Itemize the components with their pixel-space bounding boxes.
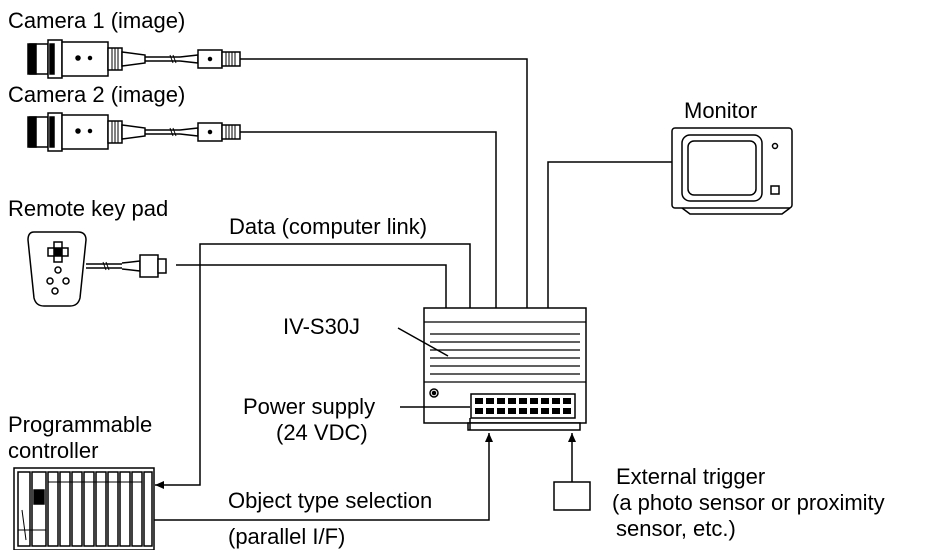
- external-trigger-sensor-icon: [553, 481, 591, 511]
- remote-key-pad-icon: [27, 231, 167, 307]
- camera-2-icon: [27, 112, 241, 152]
- camera-1-icon: [27, 39, 241, 79]
- remote-key-pad-label: Remote key pad: [8, 196, 169, 221]
- arrowheads: [155, 433, 576, 489]
- monitor-label: Monitor: [684, 98, 758, 123]
- arrow-to-plc: [155, 481, 164, 489]
- arrow-object-type: [485, 433, 493, 442]
- connection-lines: [154, 58, 672, 521]
- plc-label-line1: Programmable: [8, 412, 153, 437]
- power-supply-voltage-label: (24 VDC): [276, 420, 368, 445]
- external-trigger-label: External trigger: [616, 464, 766, 489]
- object-type-label: Object type selection: [228, 488, 433, 513]
- data-link-label: Data (computer link): [229, 214, 428, 239]
- monitor-icon: [671, 127, 793, 215]
- iv-s30j-label: IV-S30J: [283, 314, 361, 339]
- external-trigger-desc-line1: (a photo sensor or proximity: [612, 490, 885, 515]
- parallel-if-label: (parallel I/F): [228, 524, 346, 549]
- arrow-external-trigger: [568, 433, 576, 442]
- iv-s30j-controller-icon: [423, 307, 587, 431]
- camera-1-label: Camera 1 (image): [8, 8, 186, 33]
- external-trigger-desc-line2: sensor, etc.): [616, 516, 736, 541]
- camera-2-label: Camera 2 (image): [8, 82, 186, 107]
- plc-label-line2: controller: [8, 438, 99, 463]
- programmable-controller-icon: [13, 467, 155, 550]
- power-supply-label: Power supply: [243, 394, 376, 419]
